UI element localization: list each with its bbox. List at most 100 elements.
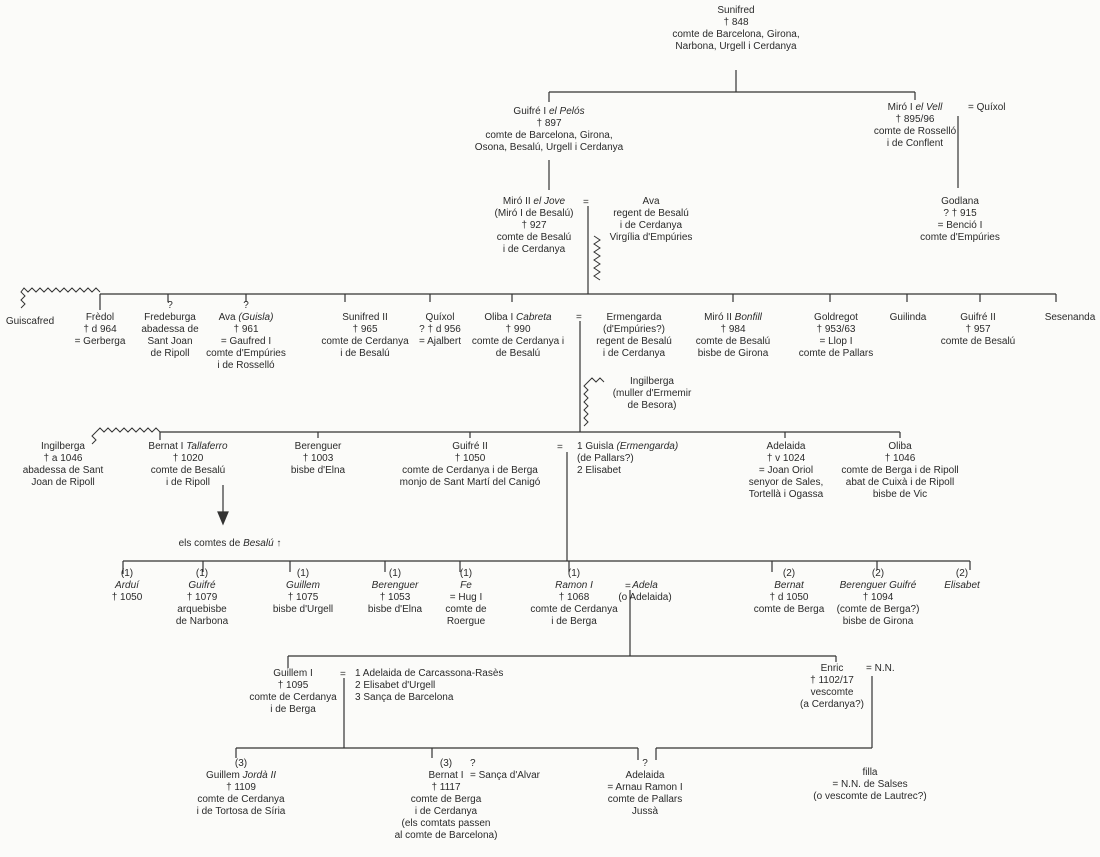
text: comte de (445, 604, 487, 615)
person-line: bisbe d'Elna (291, 465, 345, 477)
text: abat de Cuixà i de Ripoll (845, 477, 955, 488)
person-line: Ava (610, 196, 693, 208)
person-line: ? (206, 300, 286, 312)
person-line: i de Ripoll (148, 477, 227, 489)
person-line: Bernat I Tallaferro (148, 441, 227, 453)
person-line: † 1050 (400, 453, 541, 465)
person-line: comte de Berga (754, 604, 825, 616)
person-line: † 927 (495, 220, 574, 232)
person-line: i de Conflent (874, 138, 956, 150)
person-line: † 1053 (368, 592, 422, 604)
italic-name: (Ermengarda) (616, 441, 679, 452)
person-line: Elisabet (944, 580, 980, 592)
text: † 895/96 (895, 114, 935, 125)
person-line: comte de Cerdanya (249, 692, 336, 704)
text: bisbe d'Urgell (272, 604, 334, 615)
text: Ava (642, 196, 660, 207)
text: comte de Barcelona, Girona, (672, 29, 800, 40)
person-line: ? † d 956 (419, 324, 461, 336)
person-line: † 848 (672, 17, 799, 29)
text: (3) (439, 758, 453, 769)
person-line: comte d'Empúries (206, 348, 286, 360)
text: comte de Berga (753, 604, 825, 615)
person-line: (1) (445, 568, 486, 580)
text: i de Cerdanya (602, 348, 666, 359)
person-line: comte de Besalú (148, 465, 227, 477)
text: Jussà (631, 806, 659, 817)
person-line: Narbona, Urgell i Cerdanya (672, 41, 799, 53)
person-line: (1) (273, 568, 333, 580)
person-line: Sunifred (672, 5, 799, 17)
text: Bernat I (428, 770, 464, 781)
text: † 1094 (862, 592, 894, 603)
person-line: i de Cerdanya (495, 244, 574, 256)
person-line: = Llop I (799, 336, 873, 348)
text: ? † 915 (943, 208, 977, 219)
person-line: = Quíxol (968, 102, 1006, 114)
text: † 1079 (186, 592, 218, 603)
person-line: Roergue (445, 616, 486, 628)
person-elisabet: (2)Elisabet (944, 568, 980, 592)
italic-name: Besalú (243, 538, 274, 549)
text: (2) (955, 568, 969, 579)
person-line: † 1075 (273, 592, 333, 604)
text: (els comtats passen (401, 818, 491, 829)
text: (3) (234, 758, 248, 769)
text: i de Conflent (886, 138, 944, 149)
italic-name: Elisabet (944, 580, 980, 591)
person-line: Osona, Besalú, Urgell i Cerdanya (475, 142, 623, 154)
person-line: (Miró I de Besalú) (495, 208, 574, 220)
text: = Llop I (819, 336, 853, 347)
person-line: Jussà (607, 806, 682, 818)
person-line: filla (813, 767, 926, 779)
person-line: (comte de Berga?) (837, 604, 920, 616)
text: Miró II (704, 312, 735, 323)
person-line: (3) (395, 758, 498, 770)
text: i de Ripoll (166, 477, 210, 488)
person-line: i de Cerdanya (610, 220, 693, 232)
person-line: Sesenanda (1045, 312, 1096, 324)
italic-name: Bernat (774, 580, 804, 591)
person-line: de Ripoll (141, 348, 198, 360)
person-line: vescomte (800, 687, 864, 699)
text: † 1075 (287, 592, 319, 603)
text: † 1102/17 (810, 675, 854, 686)
person-line: de Narbona (176, 616, 228, 628)
person-line: (a Cerdanya?) (800, 699, 864, 711)
person-quixol: Quíxol? † d 956= Ajalbert (419, 312, 461, 348)
text: comte de Pallars (798, 348, 874, 359)
person-adela: Adela(o Adelaida) (618, 580, 671, 604)
text: ? (470, 758, 476, 769)
text: regent de Besalú (613, 208, 689, 219)
person-line: (d'Empúries?) (596, 324, 672, 336)
italic-name: Arduí (115, 580, 139, 591)
text: † d 964 (83, 324, 117, 335)
text: † 927 (521, 220, 547, 231)
italic-name: el Pelós (548, 106, 585, 117)
person-line: Adela (618, 580, 671, 592)
text: Miró II (502, 196, 534, 207)
person-line: = Joan Oriol (749, 465, 824, 477)
text: (o Adelaida) (618, 592, 672, 603)
person-line: Tortellà i Ogassa (749, 489, 824, 501)
text: 3 Sança de Barcelona (355, 692, 454, 703)
person-line: Berenguer (368, 580, 422, 592)
zigzag-ava (593, 235, 601, 281)
text: † 1095 (277, 680, 309, 691)
person-line: † 953/63 (799, 324, 873, 336)
person-line: Adelaida (607, 770, 682, 782)
text: els comtes de (178, 538, 244, 549)
zigzag-ingilberga (583, 377, 605, 427)
text: = Gerberga (74, 336, 126, 347)
person-line: (o vescomte de Lautrec?) (813, 791, 926, 803)
person-line: abadessa de (141, 324, 198, 336)
